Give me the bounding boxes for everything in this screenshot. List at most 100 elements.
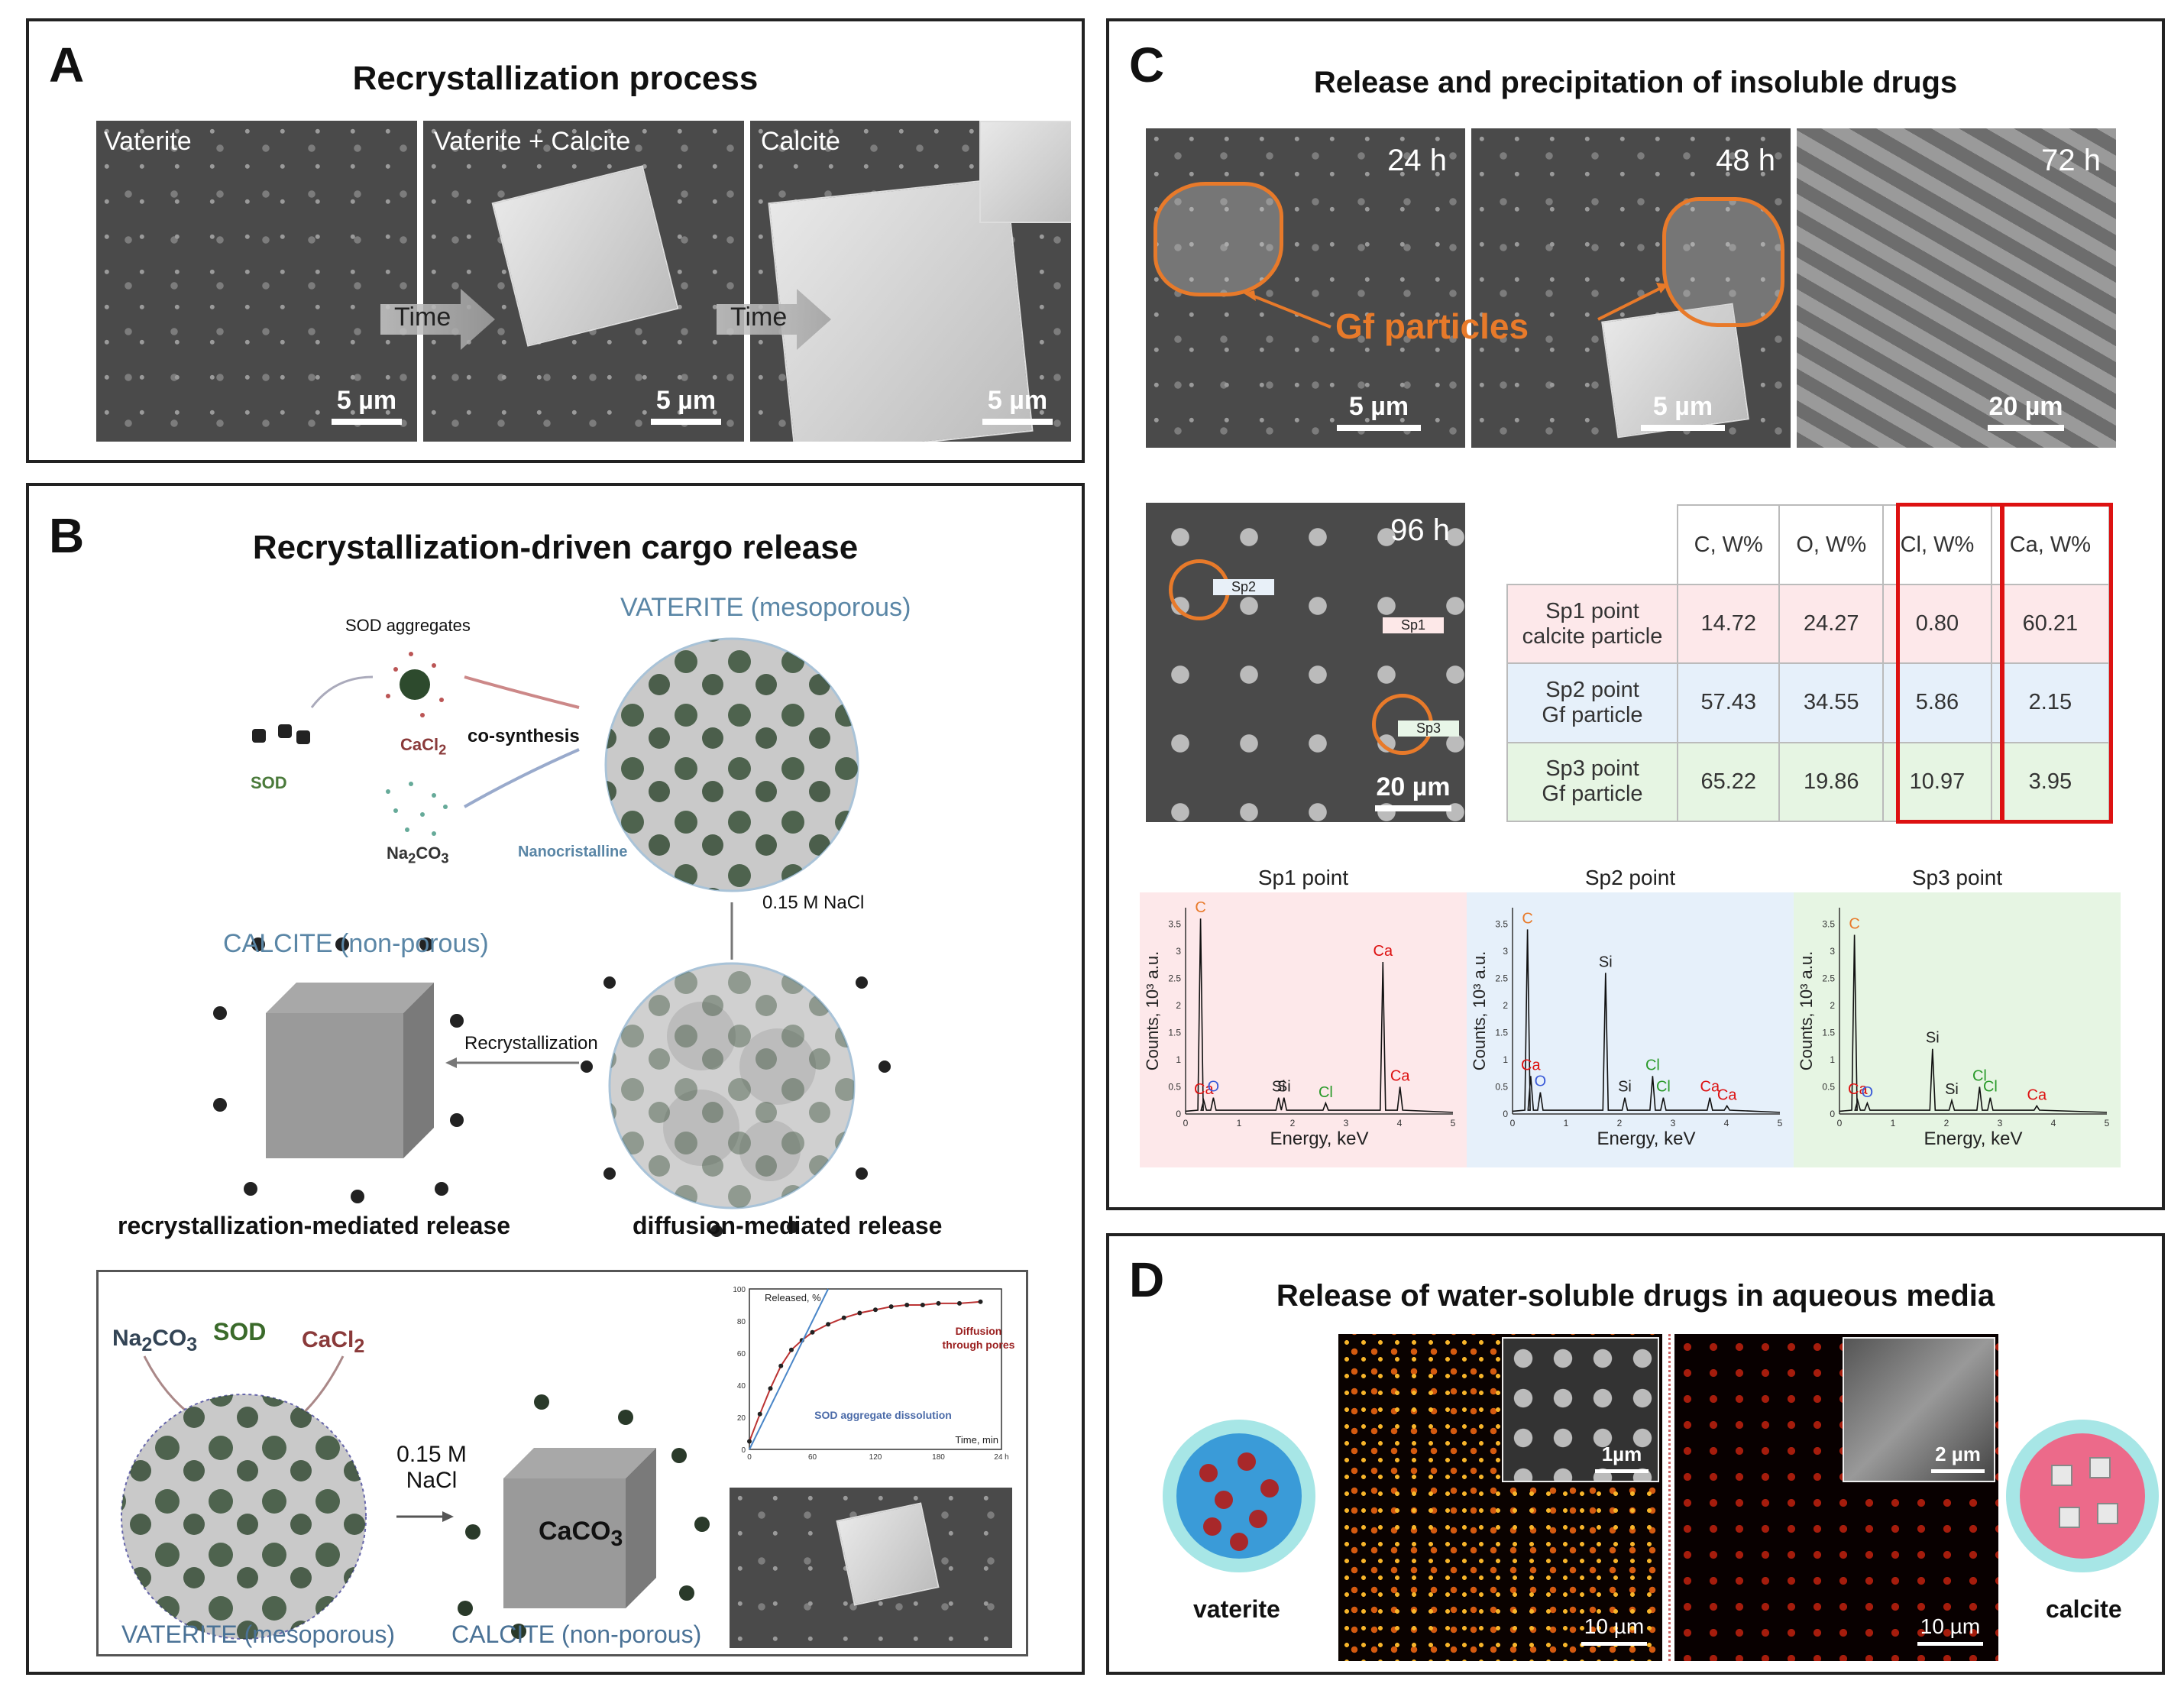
calcite-crystal — [836, 1502, 940, 1606]
sem-inset-calcite: 2 µm — [1843, 1337, 1995, 1482]
calcite-crystal — [491, 165, 679, 347]
cargo-release-schematic — [213, 637, 891, 1237]
x-tick-label: 2 — [1944, 1118, 1949, 1128]
y-tick-label: 1 — [1176, 1054, 1181, 1065]
x-tick-label: 2 — [1617, 1118, 1623, 1128]
na2co3-label: Na2CO3 — [112, 1326, 198, 1355]
scale-bar: 5 µm — [982, 386, 1053, 425]
x-tick-label: 1 — [1891, 1118, 1896, 1128]
data-point — [810, 1329, 815, 1335]
data-point — [936, 1300, 941, 1306]
y-axis-label: Counts, 10³ a.u. — [1470, 951, 1489, 1071]
panel-c: C Release and precipitation of insoluble… — [1106, 18, 2165, 1210]
sem-inset-vaterite: 1µm — [1502, 1337, 1659, 1482]
sod-aggregates-label: SOD aggregates — [345, 616, 471, 635]
table-header-row: C, W% O, W% Cl, W% Ca, W% — [1507, 504, 2111, 585]
na2co3-dots — [386, 782, 448, 836]
initial-slope-line — [749, 1288, 830, 1450]
spectrum-title: Sp3 point — [1912, 869, 2003, 889]
data-point — [747, 1439, 752, 1444]
calcite-nonporous-label: CALCITE (non-porous) — [451, 1621, 702, 1648]
y-tick-label: 100 — [733, 1286, 746, 1294]
y-tick-label: 1.5 — [1168, 1027, 1181, 1038]
peak-label: Si — [1945, 1081, 1959, 1098]
peak-label: Ca — [1390, 1067, 1410, 1084]
annotation-dissolution: SOD aggregate dissolution — [814, 1409, 952, 1421]
y-tick-label: 0 — [741, 1446, 746, 1455]
x-tick-label: 3 — [1998, 1118, 2003, 1128]
data-point — [778, 1363, 784, 1368]
diffusion-sphere — [608, 962, 856, 1209]
vaterite-sphere — [121, 1394, 367, 1640]
peak-label: Cl — [1972, 1067, 1987, 1084]
scale-label: 2 µm — [1935, 1443, 1981, 1465]
nacl-label: 0.15 M NaCl — [762, 892, 865, 913]
scale-bar: 10 µm — [1917, 1614, 1983, 1646]
peak-label: Ca — [2027, 1086, 2047, 1103]
nanocristalline-label: Nanocristalline — [518, 844, 628, 860]
recrystallization-label: Recrystallization — [464, 1033, 598, 1054]
x-tick-label: 1 — [1564, 1118, 1569, 1128]
x-axis-label: Time, min — [955, 1434, 998, 1446]
spectrum-line — [1512, 929, 1781, 1113]
arrow — [310, 675, 374, 708]
table-cell: 10.97 — [1882, 741, 1992, 823]
peak-label: Si — [1272, 1079, 1286, 1096]
divider — [1668, 1334, 1671, 1661]
gf-outline — [1153, 182, 1283, 296]
table-header: O, W% — [1778, 504, 1885, 585]
vaterite-mesoporous-label: VATERITE (mesoporous) — [620, 593, 911, 622]
y-tick-label: 0 — [1176, 1109, 1181, 1119]
table-header — [1507, 505, 1678, 585]
panel-label-c: C — [1129, 37, 1165, 92]
spectrum-background — [1794, 892, 2121, 1167]
scale-bar: 5 µm — [332, 386, 402, 425]
peak-label: Ca — [1848, 1081, 1868, 1098]
table-header: C, W% — [1676, 504, 1781, 585]
table-cell: 65.22 — [1676, 741, 1781, 823]
time-label: Time — [394, 303, 451, 332]
y-tick-label: 1 — [1830, 1054, 1835, 1065]
x-tick-label: 60 — [808, 1453, 817, 1462]
data-point — [757, 1411, 762, 1417]
panel-c-title: Release and precipitation of insoluble d… — [1313, 66, 1958, 99]
caco3-cube — [503, 1448, 656, 1608]
y-axis-label: Released, % — [765, 1292, 821, 1303]
cacl2-label: CaCl2 — [302, 1327, 365, 1357]
annotation-diffusion: through pores — [943, 1339, 1015, 1351]
spectrum-line — [1839, 934, 2108, 1113]
peak-label: C — [1522, 910, 1532, 927]
calcite-label: calcite — [2046, 1595, 2122, 1623]
sem-image-vaterite: Vaterite 5 µm — [96, 121, 417, 442]
calcite-crystal — [979, 121, 1071, 223]
peak-label: Ca — [1373, 943, 1393, 960]
y-tick-label: 2 — [1503, 1000, 1508, 1011]
peak-label: C — [1849, 916, 1859, 933]
peak-label: Cl — [1318, 1084, 1333, 1101]
time-label: 24 h — [1387, 144, 1447, 177]
panel-label-d: D — [1129, 1252, 1165, 1307]
x-tick-label: 0 — [1837, 1118, 1843, 1128]
sod-label: SOD — [251, 773, 287, 792]
y-tick-label: 2.5 — [1822, 973, 1835, 983]
x-tick-label: 180 — [932, 1453, 945, 1462]
scale-bar: 5 µm — [1641, 392, 1725, 431]
sod-label: SOD — [213, 1318, 267, 1345]
scale-bar: 20 µm — [1375, 772, 1451, 811]
y-tick-label: 3 — [1503, 946, 1508, 957]
sod-particles — [252, 724, 310, 744]
panel-label-b: B — [49, 508, 85, 563]
x-tick-label: 4 — [1724, 1118, 1729, 1128]
table-header: Cl, W% — [1882, 504, 1992, 585]
arrow-head — [445, 1057, 457, 1068]
peak-label: C — [1195, 899, 1205, 916]
y-tick-label: 3.5 — [1168, 918, 1181, 929]
spectrum-title: Sp1 point — [1258, 869, 1349, 889]
y-tick-label: 0.5 — [1495, 1081, 1508, 1092]
data-point — [920, 1303, 925, 1307]
